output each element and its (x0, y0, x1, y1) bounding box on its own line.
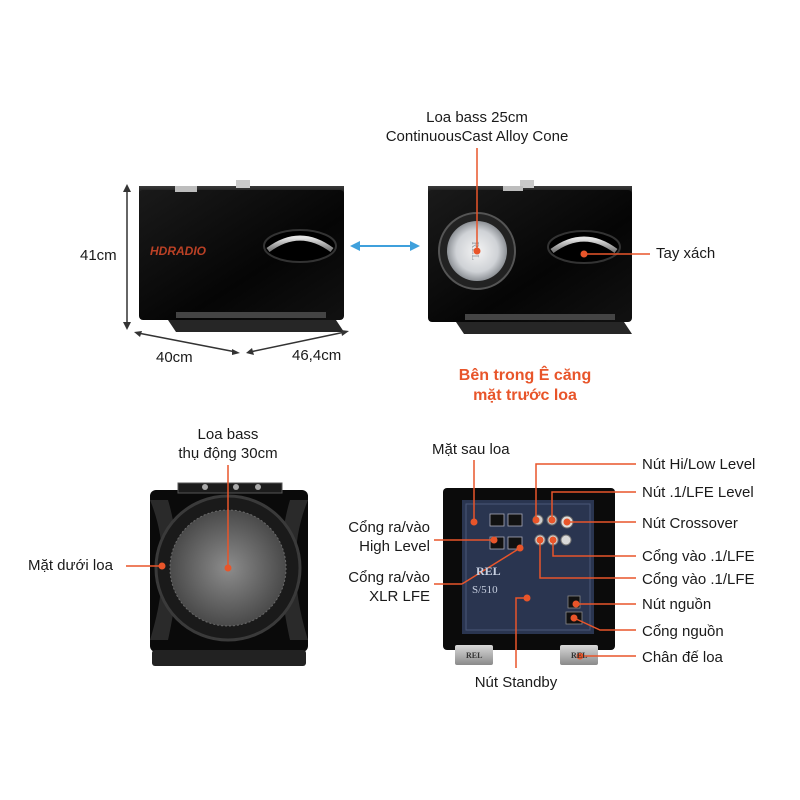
hi-low-level-label: Nút Hi/Low Level (642, 456, 756, 473)
xlr-lfe-label: Cổng ra/vào XLR LFE (348, 569, 430, 605)
lfe-input-label-1: Cổng vào .1/LFE (642, 548, 755, 565)
watermark-logo: HDRADIO (150, 244, 206, 258)
crossover-label: Nút Crossover (642, 515, 738, 532)
top-trim-icon (175, 186, 197, 192)
handle-icon (550, 236, 618, 254)
woofer-label: Loa bass 25cm ContinuousCast Alloy Cone (385, 109, 569, 145)
handle-label: Tay xách (656, 245, 716, 262)
foot-brand-left: REL (466, 651, 483, 660)
standby-label: Nút Standby (474, 674, 558, 691)
height-dimension (123, 184, 131, 330)
cabinet-side-view (139, 180, 344, 332)
bottom-face-label: Mặt dưới loa (28, 557, 113, 574)
foot-left-icon (455, 645, 493, 665)
width-label: 46,4cm (292, 347, 342, 364)
power-button-label: Nút nguồn (642, 596, 712, 613)
plate-brand: REL (476, 564, 501, 578)
front-note: Bên trong Ê căng mặt trước loa (458, 367, 592, 404)
handle-icon (266, 235, 334, 253)
feet-label: Chân đế loa (642, 649, 723, 666)
passive-radiator-label: Loa bass thụ động 30cm (178, 426, 278, 462)
top-badge-icon (236, 180, 250, 188)
depth-label: 40cm (156, 349, 193, 366)
plate-model: S/510 (472, 584, 498, 596)
cabinet-bottom-view (150, 482, 308, 666)
cabinet-front-view: REL (428, 180, 632, 334)
lfe-input-label-2: Cổng vào .1/LFE (642, 571, 755, 588)
height-label: 41cm (80, 247, 117, 264)
rear-face-label: Mặt sau loa (432, 441, 510, 458)
high-level-label: Cổng ra/vào High Level (348, 519, 430, 555)
handle-recess-icon (263, 229, 337, 263)
width-dimension (246, 330, 349, 355)
rotation-arrow-icon (350, 241, 420, 251)
depth-dimension (134, 331, 240, 355)
lfe-level-label: Nút .1/LFE Level (642, 484, 754, 501)
cabinet-rear-view (443, 488, 615, 665)
power-port-label: Cổng nguồn (642, 623, 724, 640)
rear-callout-lines (434, 460, 636, 668)
foot-brand-right: REL (571, 651, 588, 660)
